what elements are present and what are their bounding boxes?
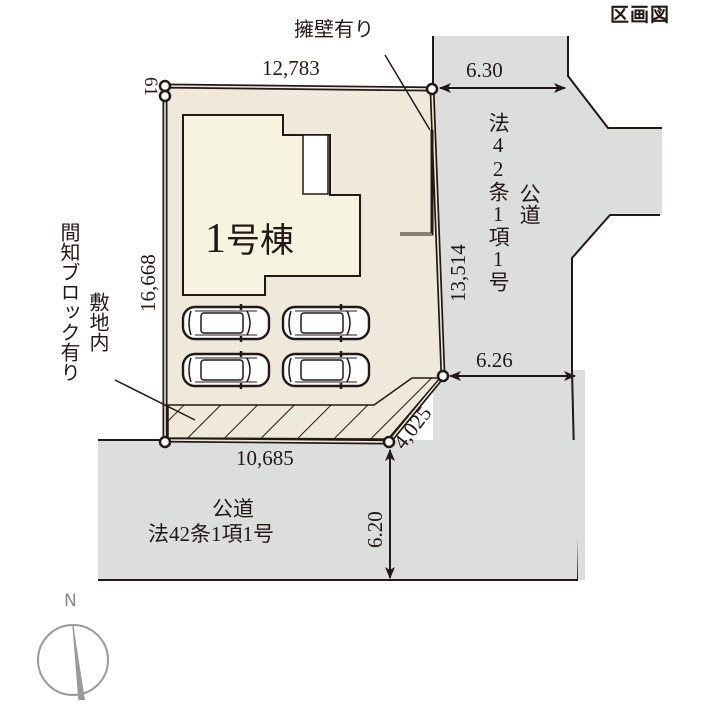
north-compass-icon bbox=[37, 623, 109, 701]
building-footprint bbox=[182, 114, 361, 296]
dimension-top-left-offset: 61 bbox=[140, 77, 161, 96]
inside-lot-label: 敷地内 bbox=[86, 292, 108, 352]
car-icon bbox=[281, 349, 371, 391]
south-road-law-label: 法42条1項1号 bbox=[148, 522, 274, 546]
boundary-markers bbox=[158, 79, 450, 449]
east-road-width-lower: 6.26 bbox=[476, 348, 513, 372]
retaining-wall-mark bbox=[384, 54, 434, 236]
building-label: 1号棟 bbox=[205, 218, 294, 260]
car-icon bbox=[181, 302, 271, 344]
north-label: N bbox=[64, 591, 77, 611]
south-road-name-label: 公道 bbox=[212, 497, 254, 521]
east-road-law-label: 法42条1項1号 bbox=[486, 112, 511, 292]
car-icon bbox=[181, 349, 271, 391]
building-number: 1 bbox=[205, 216, 226, 262]
east-road-name-label: 公道 bbox=[517, 183, 542, 225]
block-wall-label: 間知ブロック有り bbox=[57, 222, 79, 382]
inside-lot-leader bbox=[114, 379, 196, 421]
dimension-top: 12,783 bbox=[262, 56, 320, 80]
retaining-wall-label: 擁壁有り bbox=[294, 19, 374, 41]
dimension-left: 16,668 bbox=[136, 254, 160, 312]
south-road-width: 6.20 bbox=[363, 511, 387, 548]
car-icon bbox=[281, 302, 371, 344]
page-title: 区画図 bbox=[610, 4, 671, 26]
building-label-text: 号棟 bbox=[226, 223, 294, 260]
dimension-bottom: 10,685 bbox=[236, 446, 294, 470]
south-road bbox=[98, 439, 578, 581]
east-road-width: 6.30 bbox=[466, 58, 503, 82]
road-width-arrows bbox=[385, 83, 576, 579]
dimension-right: 13,514 bbox=[446, 244, 470, 302]
